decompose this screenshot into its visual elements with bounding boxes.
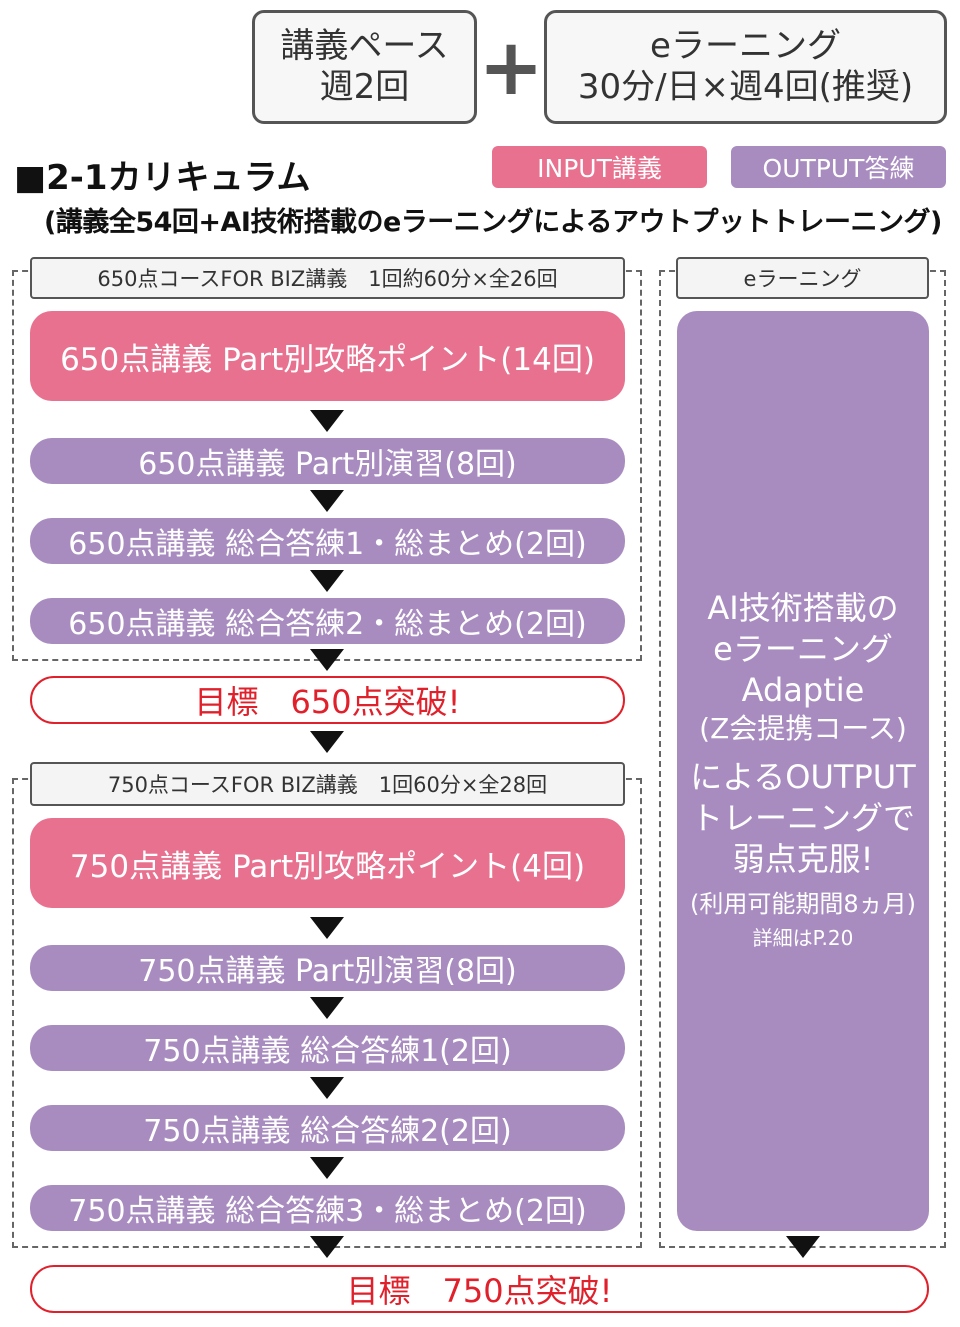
section-subtitle: (講義全54回+AI技術搭載のeラーニングによるアウトプットトレーニング) <box>44 207 942 238</box>
elearning-line: Adaptie <box>741 670 865 709</box>
course650-step-2: 650点講義 Part別演習(8回) <box>30 438 625 484</box>
arrow-down-icon <box>310 649 344 671</box>
elearning-line: 弱点克服! <box>732 840 874 879</box>
arrow-down-icon <box>310 410 344 432</box>
elearning-line: (利用可能期間8ヵ月) <box>690 890 916 919</box>
elearning-pace-box: eラーニング 30分/日×週4回(推奨) <box>544 10 947 124</box>
elearning-label: eラーニング <box>676 257 929 299</box>
course650-goal: 目標 650点突破! <box>30 676 625 724</box>
arrow-down-icon <box>310 997 344 1019</box>
elearning-line: AI技術搭載の <box>707 588 899 627</box>
elearning-pace-label: eラーニング <box>650 26 841 67</box>
plus-icon: + <box>478 23 544 113</box>
arrow-down-icon <box>310 570 344 592</box>
arrow-down-icon <box>786 1236 820 1258</box>
course750-step-4: 750点講義 総合答練2(2回) <box>30 1105 625 1151</box>
course650-step-4: 650点講義 総合答練2・総まとめ(2回) <box>30 598 625 644</box>
course750-step-2: 750点講義 Part別演習(8回) <box>30 945 625 991</box>
lecture-pace-box: 講義ペース 週2回 <box>252 10 477 124</box>
arrow-down-icon <box>310 1157 344 1179</box>
lecture-pace-label: 講義ペース <box>280 26 449 67</box>
course750-label: 750点コースFOR BIZ講義 1回60分×全28回 <box>30 762 625 806</box>
arrow-down-icon <box>310 1077 344 1099</box>
legend-output: OUTPUT答練 <box>731 146 946 188</box>
elearning-line: 詳細はP.20 <box>752 926 854 951</box>
lecture-pace-value: 週2回 <box>319 67 410 107</box>
course650-step-1: 650点講義 Part別攻略ポイント(14回) <box>30 311 625 401</box>
course650-label: 650点コースFOR BIZ講義 1回約60分×全26回 <box>30 257 625 299</box>
course750-step-3: 750点講義 総合答練1(2回) <box>30 1025 625 1071</box>
section-title: ■2-1カリキュラム <box>14 158 311 198</box>
arrow-down-icon <box>310 490 344 512</box>
course750-goal: 目標 750点突破! <box>30 1265 929 1313</box>
course750-step-5: 750点講義 総合答練3・総まとめ(2回) <box>30 1185 625 1231</box>
elearning-line: によるOUTPUT <box>690 758 916 797</box>
arrow-down-icon <box>310 1236 344 1258</box>
course750-step-1: 750点講義 Part別攻略ポイント(4回) <box>30 818 625 908</box>
elearning-line: トレーニングで <box>690 799 915 838</box>
elearning-pace-value: 30分/日×週4回(推奨) <box>577 67 914 107</box>
course650-step-3: 650点講義 総合答練1・総まとめ(2回) <box>30 518 625 564</box>
legend-input: INPUT講義 <box>492 146 707 188</box>
elearning-description: AI技術搭載の eラーニング Adaptie (Z会提携コース) によるOUTP… <box>677 311 929 1231</box>
arrow-down-icon <box>310 917 344 939</box>
elearning-line: (Z会提携コース) <box>699 711 907 745</box>
elearning-line: eラーニング <box>713 629 893 668</box>
arrow-down-icon <box>310 731 344 753</box>
